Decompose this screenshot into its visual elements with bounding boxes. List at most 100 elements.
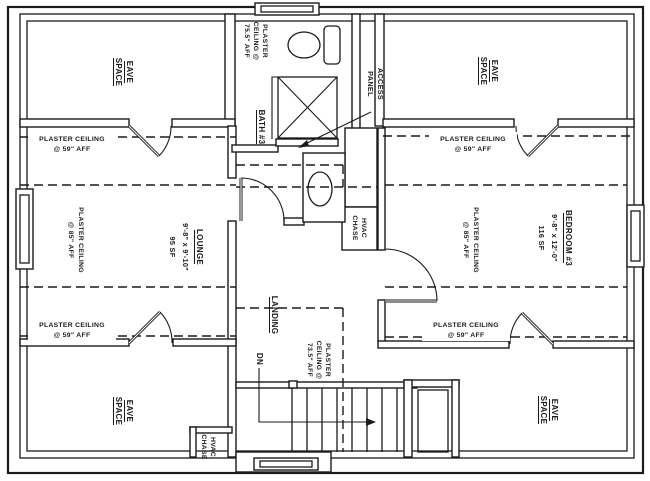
room-name: BATH #3 [257,110,266,145]
wall-segment [557,118,635,128]
ceiling-note: PLASTER [261,24,268,58]
wall-segment [377,127,386,251]
room-name: SPACE [114,397,123,426]
label-eave-bottom-left: EAVE SPACE [113,397,134,426]
label-eave-top-left: EAVE SPACE [113,58,134,87]
newel-post [288,380,298,389]
label-hvac-chase-center: HVAC CHASE [351,215,367,240]
label-plaster-59-bottom-right: PLASTER CEILING @ 59" AFF [433,322,499,339]
chase-wall [344,127,378,208]
label-dn: DN [255,353,264,365]
room-name: SPACE [539,396,548,425]
hvac-notch-wall [189,426,197,458]
ceiling-note: PLASTER CEILING [433,322,499,329]
room-area: 95 SF [168,237,177,258]
note: PANEL [366,71,375,97]
ceiling-note: PLASTER CEILING [39,322,105,329]
ceiling-note: PLASTER CEILING [472,207,479,273]
wall-segment [172,338,237,347]
room-name: EAVE [125,61,134,84]
label-plaster-755-bath: PLASTER CEILING @ 75.5" AFF [243,22,268,61]
sink-icon [307,171,333,207]
ceiling-note: 73.5" AFF [306,343,313,377]
ceiling-note: @ 59" AFF [455,146,492,153]
door-eave-bottom-right [509,311,555,346]
down-direction-arrow [258,368,366,423]
ceiling-note: @ 59" AFF [54,332,91,339]
label-bg [429,132,517,155]
stair-head-wall [235,381,418,389]
label-lounge: LOUNGE 9'-8" x 9'-10" 95 SF [168,223,204,271]
door-swing-arc [384,248,438,302]
room-name: SPACE [479,57,488,86]
wall-segment [451,379,460,458]
door-eave-top-left [127,124,172,158]
wall-segment [374,13,385,127]
door-eave-bottom-left [127,310,173,345]
note: HVAC [360,218,367,238]
toilet-icon [287,31,321,59]
window-right [626,204,645,268]
room-name: BEDROOM #3 [564,210,573,266]
wall-segment [231,144,279,153]
doors [127,124,560,346]
door-swing-arc [509,312,523,345]
ceiling-note: @ 85" AFF [67,222,74,259]
hvac-chase-box [341,206,378,251]
ceiling-note: PLASTER [324,343,331,377]
ceiling-note: @ 85" AFF [462,222,469,259]
stairs [258,368,449,453]
label-plaster-735-landing: PLASTER CEILING @ 73.5" AFF [306,341,331,380]
ceiling-note: @ 59" AFF [54,146,91,153]
door-lounge-hall [239,177,285,222]
interior-walls [19,13,635,458]
door-swing-arc [240,177,285,222]
note: HVAC [209,437,216,457]
wall-segment [382,118,515,128]
wall-segment [19,118,130,128]
room-name: EAVE [550,399,559,422]
wall-segment [377,299,386,343]
window-top [254,2,320,16]
note: ACCESS [376,68,385,100]
door-swing-arc [515,125,529,157]
note: CHASE [351,215,358,240]
arrowhead-icon [366,418,376,426]
room-dimensions: 9'-8" x 12'-0" [550,214,559,262]
window-bottom [235,451,332,473]
wall-segment [403,379,413,458]
wall-segment [552,340,635,349]
shower-icon [277,76,338,139]
shower-enclosure [271,76,278,139]
ceiling-note: @ 59" AFF [448,332,485,339]
room-name: SPACE [114,58,123,87]
label-bg [422,318,510,341]
label-bedroom3: BEDROOM #3 9'-8" x 12'-0" 116 SF [537,210,573,266]
label-landing: LANDING [269,296,279,334]
door-swing-arc [159,311,173,344]
room-name: EAVE [490,60,499,83]
door-bedroom3 [384,248,438,303]
label-plaster-59-bottom-left: PLASTER CEILING @ 59" AFF [39,322,105,339]
wall-segment [283,217,305,226]
stair-direction: DN [255,353,264,365]
label-plaster-85-bedroom: PLASTER CEILING @ 85" AFF [462,207,479,273]
room-area: 116 SF [537,226,546,251]
room-name: EAVE [125,400,134,423]
access-panel-leader [298,111,372,148]
label-eave-bottom-right: EAVE SPACE [538,396,559,425]
ceiling-note: 75.5" AFF [243,24,250,58]
door-eave-top-right [515,124,560,158]
ceiling-note: CEILING @ [315,341,322,380]
room-name: LOUNGE [195,229,204,265]
ceiling-note: PLASTER CEILING [39,136,105,143]
label-bg [28,318,116,341]
label-plaster-59-top-right: PLASTER CEILING @ 59" AFF [440,136,506,153]
shower-x [277,76,338,139]
room-dimensions: 9'-8" x 9'-10" [181,223,190,271]
label-access-panel: ACCESS PANEL [366,68,385,100]
label-bg [28,132,116,155]
ceiling-note: PLASTER CEILING [440,136,506,143]
